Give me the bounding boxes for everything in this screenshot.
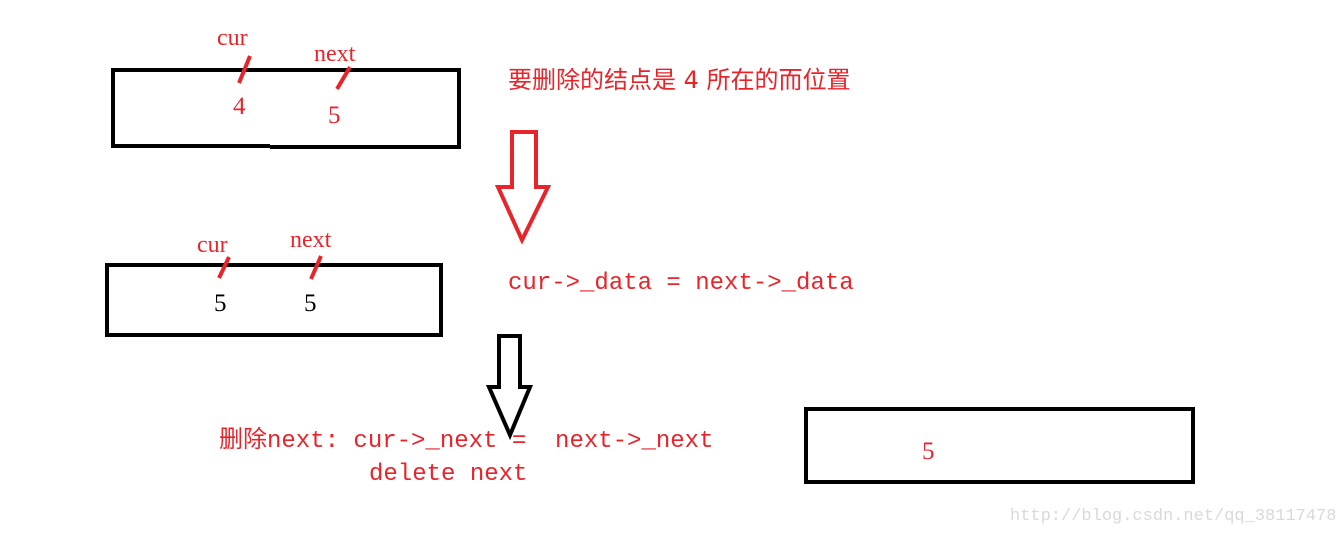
- cur-pointer-mark-step1: [237, 55, 252, 84]
- next-pointer-mark-step2: [309, 255, 323, 280]
- cur-value-step2: 5: [214, 290, 227, 317]
- cur-label-step2: cur: [197, 232, 228, 258]
- result-value: 5: [922, 438, 935, 465]
- next-label-step2: next: [290, 227, 332, 253]
- step1-description: 要删除的结点是 4 所在的而位置: [508, 66, 851, 94]
- watermark-url: http://blog.csdn.net/qq_38117478: [1010, 507, 1337, 526]
- node-box-step2: [105, 263, 443, 337]
- delete-next-instruction: 删除next: cur->_next = next->_next: [219, 427, 713, 454]
- next-label-step1: next: [314, 41, 356, 67]
- down-arrow-red: [494, 130, 552, 245]
- down-arrow-black: [485, 334, 533, 441]
- cur-value-step1: 4: [233, 93, 246, 120]
- next-pointer-mark-step1: [335, 65, 352, 91]
- node-box-result: [804, 407, 1195, 484]
- cur-label-step1: cur: [217, 25, 248, 51]
- delete-prefix: 删除: [219, 425, 267, 453]
- next-value-step2: 5: [304, 290, 317, 317]
- node-box-next-step1: [270, 68, 461, 149]
- delete-code: delete next: [369, 461, 528, 488]
- next-value-step1: 5: [328, 102, 341, 129]
- copy-data-code: cur->_data = next->_data: [508, 270, 854, 297]
- node-box-cur-step1: [111, 68, 270, 148]
- cur-pointer-mark-step2: [217, 256, 231, 279]
- relink-code: next: cur->_next = next->_next: [267, 428, 714, 455]
